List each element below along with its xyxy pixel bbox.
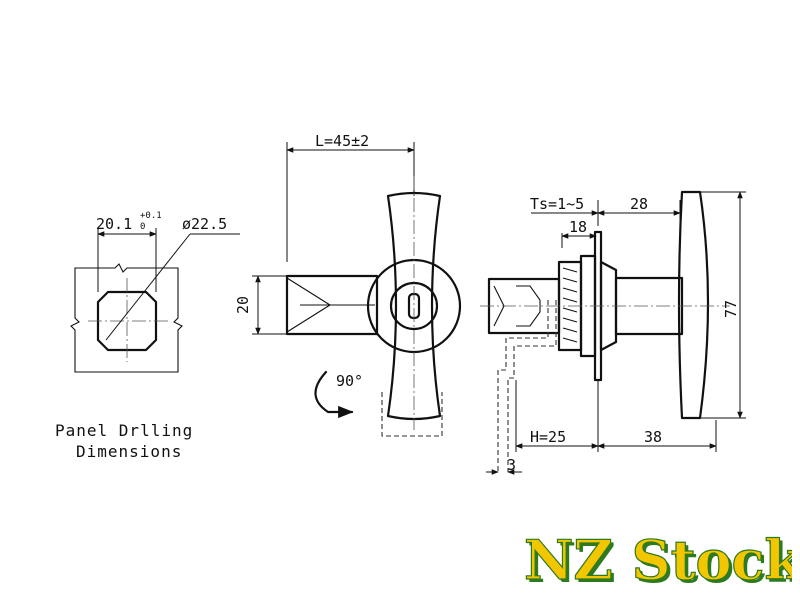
nz-stock-logo-shadow: NZ Stock <box>527 531 792 590</box>
rotation-arrow <box>314 370 354 419</box>
caption-dimensions: Dimensions <box>76 442 183 461</box>
drill-hole <box>96 290 158 352</box>
dim-3: 3 <box>507 456 516 474</box>
dim-rotation: 90° <box>336 372 363 390</box>
nz-stock-logo: NZ Stock NZ Stock <box>523 528 792 590</box>
panel-drilling-view: 20.1 +0.1 0 ø22.5 <box>70 211 240 373</box>
dim-20-1-tol-lower: 0 <box>140 222 145 232</box>
dim-28: 28 <box>630 195 648 213</box>
diameter-leader <box>105 233 191 341</box>
cam-path <box>497 300 549 472</box>
dim-20: 20 <box>234 296 252 314</box>
dim-20-1: 20.1 <box>96 215 132 233</box>
dim-Ts: Ts=1~5 <box>530 195 584 213</box>
dim-38: 38 <box>644 428 662 446</box>
dim-H: H=25 <box>530 428 566 446</box>
rotated-position <box>381 392 443 437</box>
dim-77: 77 <box>722 300 740 318</box>
dim-L: L=45±2 <box>315 132 369 150</box>
flange <box>599 260 618 352</box>
panel-outline <box>70 263 183 373</box>
caption-panel-drilling: Panel Drlling <box>55 421 194 440</box>
handle-grip <box>677 190 710 420</box>
shaft <box>285 274 379 336</box>
assembly-view: Ts=1~5 28 18 77 <box>480 190 746 475</box>
handle-side-view: L=45±2 20 90° <box>234 132 462 437</box>
dim-18: 18 <box>569 218 587 236</box>
nz-stock-logo-text: NZ Stock <box>524 528 792 590</box>
t-handle-wing <box>386 191 442 421</box>
dim-20-1-tol-upper: +0.1 <box>140 211 162 221</box>
dim-diameter: ø22.5 <box>182 215 227 233</box>
